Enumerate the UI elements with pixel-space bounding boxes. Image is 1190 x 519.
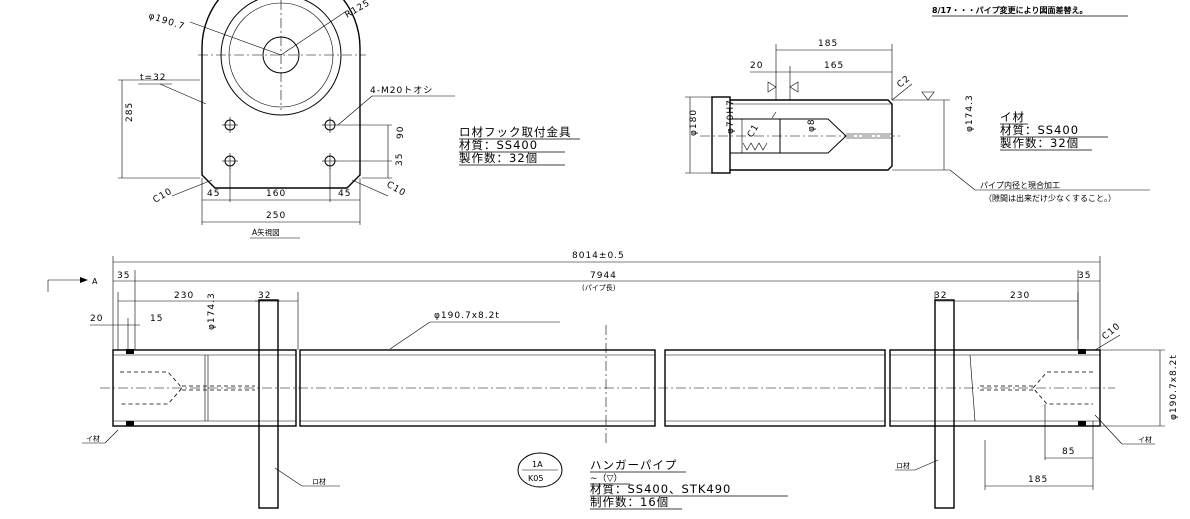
main-i-right: イ材 [1138,435,1152,444]
view-a-45-right: 45 [338,189,351,199]
main-left-32: 32 [258,291,271,301]
view-a-160: 160 [266,189,286,199]
plug-180: φ180 [689,109,699,136]
view-a-title: A矢視図 [252,227,280,237]
hanger-quantity: 制作数：16個 [590,495,669,509]
balloon-top: 1A [532,460,543,469]
balloon-bottom: K05 [528,474,543,483]
view-a-90-label: 90 [396,126,406,139]
hanger-material: 材質：SS400、STK490 [590,482,731,496]
main-pipe-len: 7944 [590,271,617,281]
plug-c1: C1 [746,122,762,139]
hanger-finish: ∼（▽） [590,473,622,484]
main-c10: C10 [1101,321,1123,342]
view-a-c10-left: C10 [152,187,175,206]
main-pipe-len-label: (パイプ長) [582,284,616,292]
part-ro-material: 材質：SS400 [459,138,538,152]
main-i-left: イ材 [86,434,100,443]
view-a-35-label: 35 [395,153,405,166]
main-arrow-a: A [92,277,98,286]
main-left-230: 230 [174,291,194,301]
main-right-dia: φ190.7x8.2t [1169,354,1179,420]
plug-165: 165 [824,61,844,71]
part-ro-name: ロ材フック取付金具 [459,125,572,139]
view-a-radius-label: R125 [344,0,373,21]
plug-view [685,44,1150,191]
part-ro-quantity: 製作数：32個 [459,151,538,165]
part-i-name: イ材 [1000,110,1025,124]
fit-note-line2: （隙間は出来だけ少なくすること。） [984,193,1116,203]
view-a-holes-label: 4-M20トオシ [370,85,433,96]
plug-8: φ8 [807,118,817,132]
main-right-230: 230 [1010,291,1030,301]
plug-c2: C2 [896,74,913,91]
main-ro-right: ロ材 [896,461,910,470]
view-a-250: 250 [266,211,286,221]
main-ro-left: ロ材 [312,477,326,486]
view-a-height-label: 285 [125,102,135,122]
part-i-material: 材質：SS400 [1000,123,1079,137]
main-185: 185 [1028,475,1048,485]
main-left-35: 35 [117,271,130,281]
plug-185: 185 [818,39,838,49]
plug-20: 20 [750,61,763,71]
fit-note-line1: パイプ内径と現合加工 [980,180,1060,190]
main-left-20: 20 [90,314,103,324]
view-a-bracket [118,0,455,239]
main-left-15: 15 [150,314,163,324]
main-total: 8014±0.5 [572,251,625,261]
revision-note: 8/17・・・パイプ変更により図面差替え。 [932,5,1087,15]
view-a-dia-label: φ190.7 [147,11,186,32]
main-right-35: 35 [1078,271,1091,281]
main-pipe-assembly [47,256,1165,509]
main-right-32: 32 [934,291,947,301]
hanger-name: ハンガーパイプ [590,458,677,472]
plug-174: φ174.3 [965,94,975,132]
part-i-quantity: 製作数：32個 [1000,136,1079,150]
main-left-174: φ174.3 [207,292,217,330]
view-a-thickness-label: t=32 [140,73,167,83]
main-85: 85 [1062,447,1075,457]
main-pipe-spec: φ190.7x8.2t [434,311,500,321]
plug-70: φ70H7 [726,99,736,134]
view-a-45-left: 45 [207,189,220,199]
